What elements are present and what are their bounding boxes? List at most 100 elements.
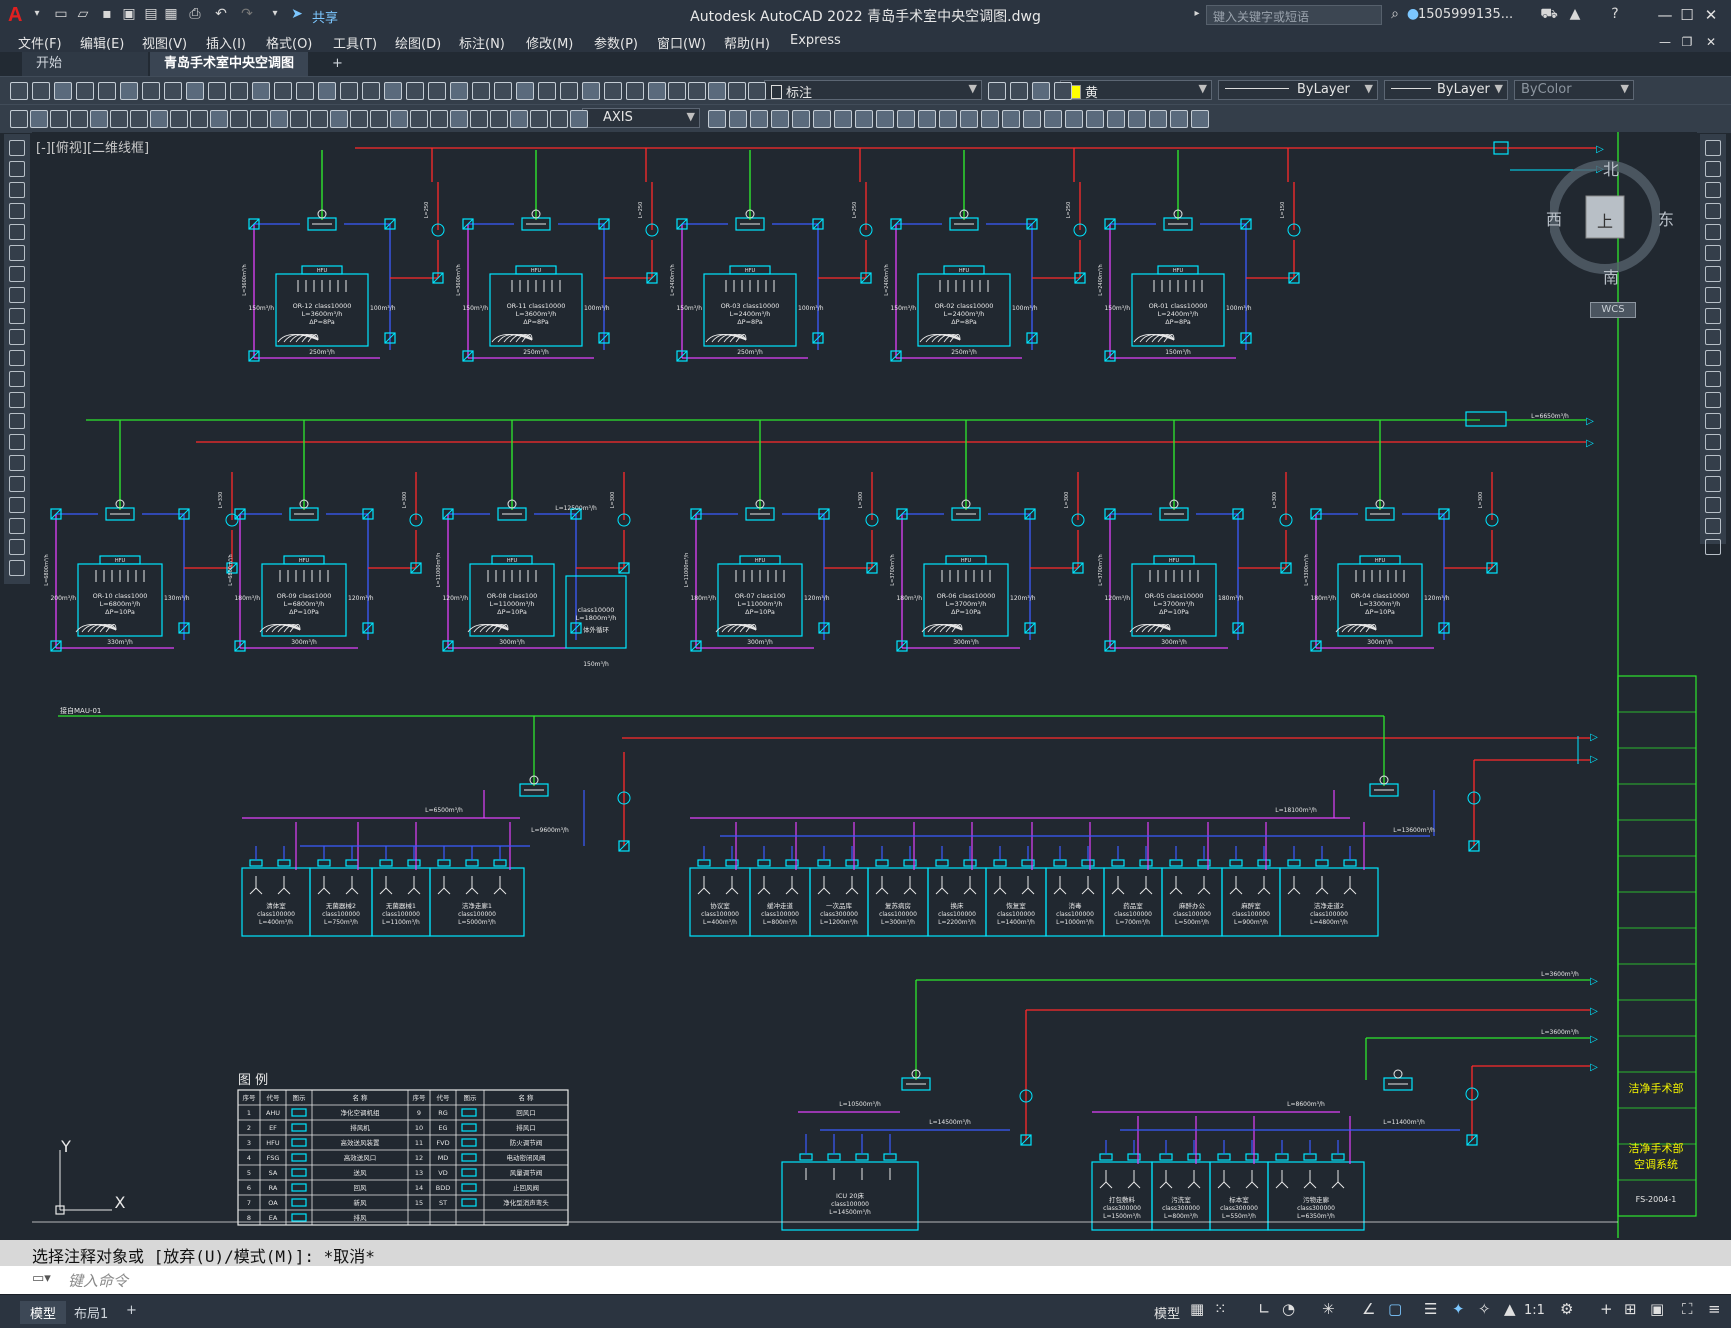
draw-dim-tool-icon[interactable]	[530, 110, 548, 128]
command-prompt-icon[interactable]: ▭▾	[32, 1271, 51, 1286]
menu-file[interactable]: 文件(F)	[18, 37, 62, 52]
autocad-logo-icon[interactable]: A	[8, 4, 23, 26]
save-icon[interactable]: ▪	[102, 6, 112, 22]
standard-tool-icon[interactable]	[648, 82, 666, 100]
left-draw-tool-icon[interactable]	[9, 266, 25, 282]
modify-tool-icon[interactable]	[960, 110, 978, 128]
open-web-icon[interactable]: ▦	[164, 6, 178, 22]
right-modify-tool-icon[interactable]	[1705, 476, 1721, 492]
draw-dim-tool-icon[interactable]	[250, 110, 268, 128]
modify-tool-icon[interactable]	[708, 110, 726, 128]
add-layout-icon[interactable]: +	[126, 1303, 137, 1318]
standard-tool-icon[interactable]	[406, 82, 424, 100]
plotstyle-dropdown[interactable]: ByColor▼	[1514, 80, 1634, 100]
modify-tool-icon[interactable]	[729, 110, 747, 128]
close-icon[interactable]: ✕	[1704, 6, 1718, 24]
app-menu-chevron-icon[interactable]: ▾	[34, 8, 40, 19]
draw-dim-tool-icon[interactable]	[110, 110, 128, 128]
search-icon[interactable]: ⌕	[1391, 6, 1399, 22]
modify-tool-icon[interactable]	[855, 110, 873, 128]
modify-tool-icon[interactable]	[750, 110, 768, 128]
draw-dim-tool-icon[interactable]	[150, 110, 168, 128]
standard-tool-icon[interactable]	[538, 82, 556, 100]
dimstyle-dropdown[interactable]: AXIS▼	[582, 108, 700, 128]
ortho-icon[interactable]: ∟	[1258, 1300, 1271, 1318]
standard-tool-icon[interactable]	[494, 82, 512, 100]
menu-express[interactable]: Express	[790, 33, 841, 48]
modify-tool-icon[interactable]	[813, 110, 831, 128]
left-draw-tool-icon[interactable]	[9, 371, 25, 387]
standard-tool-icon[interactable]	[604, 82, 622, 100]
share-button[interactable]: 共享	[312, 11, 339, 26]
draw-dim-tool-icon[interactable]	[50, 110, 68, 128]
menu-modify[interactable]: 修改(M)	[526, 37, 574, 52]
selection-cycling-icon[interactable]: ▢	[1388, 1300, 1403, 1318]
modify-tool-icon[interactable]	[897, 110, 915, 128]
layer-state-tool-icon[interactable]	[1032, 82, 1050, 100]
viewcube-east[interactable]: 东	[1658, 210, 1675, 229]
right-modify-tool-icon[interactable]	[1705, 161, 1721, 177]
right-modify-tool-icon[interactable]	[1705, 434, 1721, 450]
draw-dim-tool-icon[interactable]	[410, 110, 428, 128]
right-modify-tool-icon[interactable]	[1705, 182, 1721, 198]
draw-dim-tool-icon[interactable]	[550, 110, 568, 128]
modify-tool-icon[interactable]	[834, 110, 852, 128]
wcs-button[interactable]: WCS	[1590, 302, 1636, 318]
standard-tool-icon[interactable]	[10, 82, 28, 100]
left-draw-tool-icon[interactable]	[9, 203, 25, 219]
draw-dim-tool-icon[interactable]	[90, 110, 108, 128]
standard-tool-icon[interactable]	[252, 82, 270, 100]
left-draw-tool-icon[interactable]	[9, 518, 25, 534]
right-modify-tool-icon[interactable]	[1705, 203, 1721, 219]
layer-tool-icon[interactable]	[688, 82, 706, 100]
draw-dim-tool-icon[interactable]	[190, 110, 208, 128]
modify-tool-icon[interactable]	[1002, 110, 1020, 128]
standard-tool-icon[interactable]	[384, 82, 402, 100]
viewcube-south[interactable]: 南	[1603, 268, 1620, 287]
model-space-toggle[interactable]: 模型	[1154, 1307, 1181, 1322]
modify-tool-icon[interactable]	[1170, 110, 1188, 128]
standard-tool-icon[interactable]	[472, 82, 490, 100]
draw-dim-tool-icon[interactable]	[390, 110, 408, 128]
draw-dim-tool-icon[interactable]	[210, 110, 228, 128]
hardware-accel-icon[interactable]: ▣	[1650, 1300, 1665, 1318]
tab-start[interactable]: 开始	[22, 52, 148, 76]
left-draw-tool-icon[interactable]	[9, 539, 25, 555]
annotation-scale-icon[interactable]: ▲	[1504, 1300, 1516, 1318]
modify-tool-icon[interactable]	[1023, 110, 1041, 128]
left-draw-tool-icon[interactable]	[9, 308, 25, 324]
modify-tool-icon[interactable]	[1065, 110, 1083, 128]
standard-tool-icon[interactable]	[54, 82, 72, 100]
left-draw-tool-icon[interactable]	[9, 476, 25, 492]
layer-state-tool-icon[interactable]	[1010, 82, 1028, 100]
right-modify-tool-icon[interactable]	[1705, 497, 1721, 513]
menu-window[interactable]: 窗口(W)	[657, 37, 706, 52]
print-icon[interactable]: ⎙	[189, 6, 201, 22]
lineweight-icon[interactable]: ☰	[1424, 1300, 1438, 1318]
auto-scale-icon[interactable]: ✧	[1478, 1300, 1491, 1318]
left-draw-tool-icon[interactable]	[9, 182, 25, 198]
layer-tool-icon[interactable]	[668, 82, 686, 100]
standard-tool-icon[interactable]	[318, 82, 336, 100]
standard-tool-icon[interactable]	[626, 82, 644, 100]
menu-parametric[interactable]: 参数(P)	[594, 37, 638, 52]
left-draw-tool-icon[interactable]	[9, 287, 25, 303]
command-line[interactable]: ▭▾ 键入命令	[0, 1266, 1731, 1294]
doc-minimize-icon[interactable]: —	[1659, 35, 1671, 49]
viewcube-west[interactable]: 西	[1546, 210, 1563, 229]
new-tab-button[interactable]: +	[332, 56, 343, 71]
left-draw-tool-icon[interactable]	[9, 140, 25, 156]
right-modify-tool-icon[interactable]	[1705, 287, 1721, 303]
left-draw-tool-icon[interactable]	[9, 434, 25, 450]
menu-help[interactable]: 帮助(H)	[724, 37, 770, 52]
modify-tool-icon[interactable]	[939, 110, 957, 128]
viewcube-top-face[interactable]: 上	[1597, 212, 1614, 231]
layer-state-tool-icon[interactable]	[1054, 82, 1072, 100]
draw-dim-tool-icon[interactable]	[450, 110, 468, 128]
draw-dim-tool-icon[interactable]	[490, 110, 508, 128]
right-modify-tool-icon[interactable]	[1705, 350, 1721, 366]
snap-icon[interactable]: ⁙	[1214, 1300, 1227, 1318]
osnap-icon[interactable]: ∠	[1362, 1300, 1376, 1318]
units-icon[interactable]: ⊞	[1624, 1300, 1637, 1318]
right-modify-tool-icon[interactable]	[1705, 371, 1721, 387]
